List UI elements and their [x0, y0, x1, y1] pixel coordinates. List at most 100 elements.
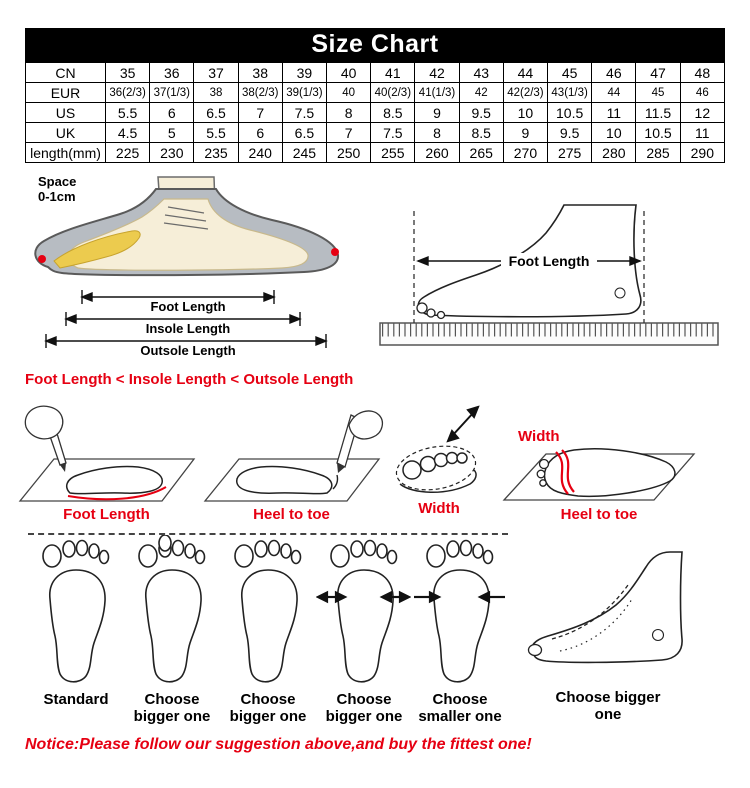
size-cell: 44	[502, 62, 549, 83]
size-cell: 280	[591, 142, 637, 163]
shoe-cross-section-art	[34, 176, 339, 348]
foot-on-ruler-diagram: Foot Length	[374, 197, 730, 359]
size-row-label: CN	[25, 62, 106, 83]
size-cell: 5	[149, 122, 195, 143]
fit-label: Choose bigger one	[229, 691, 307, 726]
size-cell: 47	[635, 62, 681, 83]
trace-foot-length-art	[18, 405, 196, 502]
size-cell: 39	[281, 62, 328, 83]
size-cell: 38(2/3)	[237, 82, 283, 103]
foot-length-label: Foot Length	[150, 299, 226, 314]
step-heel-to-toe2-label: Heel to toe	[560, 506, 638, 523]
size-cell: 43(1/3)	[547, 82, 593, 103]
size-cell: 260	[414, 142, 460, 163]
size-cell: 10.5	[547, 102, 593, 123]
space-label-line2: 0-1cm	[38, 188, 76, 204]
size-cell: 38	[237, 62, 283, 83]
size-cell: 275	[547, 142, 593, 163]
outsole-length-label: Outsole Length	[140, 343, 236, 358]
size-cell: 6	[237, 122, 283, 143]
size-cell: 9.5	[458, 102, 504, 123]
size-cell: 7.5	[370, 122, 416, 143]
foot-top-view-art	[502, 448, 696, 501]
measuring-steps: Foot Length Heel to toe	[14, 394, 744, 523]
foot-on-ruler-art	[379, 204, 719, 346]
size-cell: 40	[326, 62, 372, 83]
size-cell: 46	[679, 82, 726, 103]
space-label: Space 0-1cm	[38, 174, 76, 205]
step-width: Width	[384, 400, 494, 517]
size-cell: 42	[458, 82, 504, 103]
size-cell: 240	[237, 142, 283, 163]
size-cell: 285	[635, 142, 681, 163]
size-cell: 36(2/3)	[104, 82, 151, 103]
size-cell: 41	[370, 62, 416, 83]
fit-label: Choose bigger one	[555, 689, 661, 724]
fit-bigger-2: Choose bigger one	[220, 535, 316, 726]
size-cell: 42(2/3)	[502, 82, 549, 103]
size-chart-title: Size Chart	[25, 28, 725, 62]
size-cell: 265	[458, 142, 504, 163]
size-row-label: length(mm)	[25, 142, 106, 163]
size-cell: 10	[591, 122, 637, 143]
size-cell: 10	[502, 102, 549, 123]
fit-label: Choose bigger one	[133, 691, 211, 726]
size-cell: 8	[414, 122, 460, 143]
size-cell: 235	[193, 142, 239, 163]
size-cell: 41(1/3)	[414, 82, 460, 103]
fit-bigger-1: Choose bigger one	[124, 535, 220, 726]
size-row-label: UK	[25, 122, 106, 143]
size-cell: 9	[502, 122, 549, 143]
size-cell: 8	[326, 102, 372, 123]
size-cell: 4.5	[104, 122, 151, 143]
size-cell: 12	[679, 102, 726, 123]
fit-high-instep: Choose bigger one	[520, 533, 696, 724]
step-heel-to-toe: Heel to toe	[199, 401, 384, 523]
size-row-label: US	[25, 102, 106, 123]
fit-suggestions: Standard Choose bigger one Choose bigger…	[28, 533, 740, 726]
fit-smaller-narrow: Choose smaller one	[412, 535, 508, 726]
fit-label: Standard	[43, 691, 109, 708]
size-cell: 48	[679, 62, 726, 83]
size-cell: 11.5	[635, 102, 681, 123]
step-width-label: Width	[418, 500, 460, 517]
size-cell: 44	[591, 82, 637, 103]
size-cell: 45	[547, 62, 593, 83]
size-cell: 40(2/3)	[370, 82, 416, 103]
size-cell: 230	[149, 142, 195, 163]
size-cell: 37(1/3)	[149, 82, 195, 103]
step-width-heel-to-toe: Width Heel to toe	[494, 394, 704, 523]
size-row-label: EUR	[25, 82, 106, 103]
size-cell: 42	[414, 62, 460, 83]
insole-length-label: Insole Length	[145, 321, 231, 336]
size-cell: 270	[502, 142, 549, 163]
size-cell: 7	[326, 122, 372, 143]
measuring-diagrams: Space 0-1cm Foot Length Insole Length Ou…	[18, 174, 740, 367]
size-cell: 39(1/3)	[281, 82, 328, 103]
step-width2-label: Width	[518, 428, 560, 445]
fit-group-footprints: Standard Choose bigger one Choose bigger…	[28, 533, 508, 726]
toe-width-art	[395, 405, 480, 493]
size-cell: 45	[635, 82, 681, 103]
size-cell: 40	[326, 82, 372, 103]
size-cell: 6	[149, 102, 195, 123]
size-cell: 6.5	[281, 122, 328, 143]
size-cell: 11	[591, 102, 637, 123]
footprint-icon	[234, 539, 302, 683]
size-cell: 9.5	[547, 122, 593, 143]
size-cell: 10.5	[635, 122, 681, 143]
footprint-wide-icon	[316, 539, 411, 683]
size-cell: 290	[679, 142, 726, 163]
heel-to-toe-art	[203, 410, 384, 502]
size-cell: 8.5	[458, 122, 504, 143]
size-cell: 255	[370, 142, 416, 163]
fit-bigger-wide: Choose bigger one	[316, 535, 412, 726]
size-cell: 36	[149, 62, 195, 83]
fit-label: Choose smaller one	[418, 691, 502, 726]
